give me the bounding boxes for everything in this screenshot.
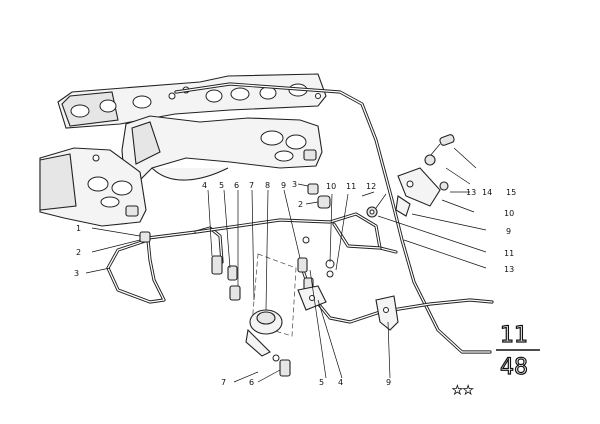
callout-4: 4	[202, 181, 207, 190]
callout-2: 2	[76, 248, 81, 257]
callout-10-right: 10	[504, 209, 514, 218]
callout-6-bottom: 6	[249, 378, 254, 387]
callout-11: 11	[346, 182, 356, 191]
bolt-15	[429, 134, 455, 157]
callout-9-bottom: 9	[386, 378, 391, 387]
callout-14: 14	[482, 188, 492, 197]
callout-10: 10	[326, 182, 336, 191]
callout-7: 7	[249, 181, 254, 190]
bolt-14	[424, 154, 436, 166]
vacuum-valve	[245, 253, 297, 377]
callout-12: 12	[366, 182, 376, 191]
callout-4-bottom: 4	[338, 378, 343, 387]
front-exhaust-manifold	[121, 115, 323, 185]
callout-9: 9	[281, 181, 286, 190]
group-number: 11	[500, 323, 528, 348]
middle-cross-pipe	[194, 212, 398, 254]
plug-3	[139, 183, 319, 243]
group-page-number: 11 48 ★★	[452, 322, 540, 397]
pipe-fittings	[211, 236, 335, 301]
callout-8: 8	[265, 181, 270, 190]
callout-13-right: 13	[504, 265, 514, 274]
sealing-plug-10	[317, 195, 331, 209]
leader-lines	[85, 147, 487, 383]
callout-15: 15	[506, 188, 516, 197]
upper-long-pipe	[174, 82, 492, 354]
callout-3: 1	[76, 224, 81, 233]
callout-9-right: 9	[506, 227, 511, 236]
callout-2-right: 2	[298, 200, 303, 209]
left-loop-pipe	[106, 226, 224, 304]
bracket-lower	[375, 295, 399, 331]
nut-11	[366, 206, 378, 218]
edition-stars: ★★	[452, 383, 474, 397]
callout-7-bottom: 7	[221, 378, 226, 387]
callout-6: 6	[234, 181, 239, 190]
callout-1: 3	[74, 269, 79, 278]
callout-5-bottom: 5	[319, 378, 324, 387]
bracket-upper-right	[395, 167, 441, 217]
rear-exhaust-manifold	[39, 147, 147, 227]
callout-13: 13	[466, 188, 476, 197]
callout-11-right: 11	[504, 249, 514, 258]
bolt-13	[439, 181, 449, 191]
callout-5: 5	[219, 181, 224, 190]
callout-labels: 1 2 3 4 5 6 7 8 9 3 2 10 11 12 13 14 15 …	[74, 180, 516, 387]
page-number: 48	[500, 355, 528, 380]
callout-3-right: 3	[292, 180, 297, 189]
